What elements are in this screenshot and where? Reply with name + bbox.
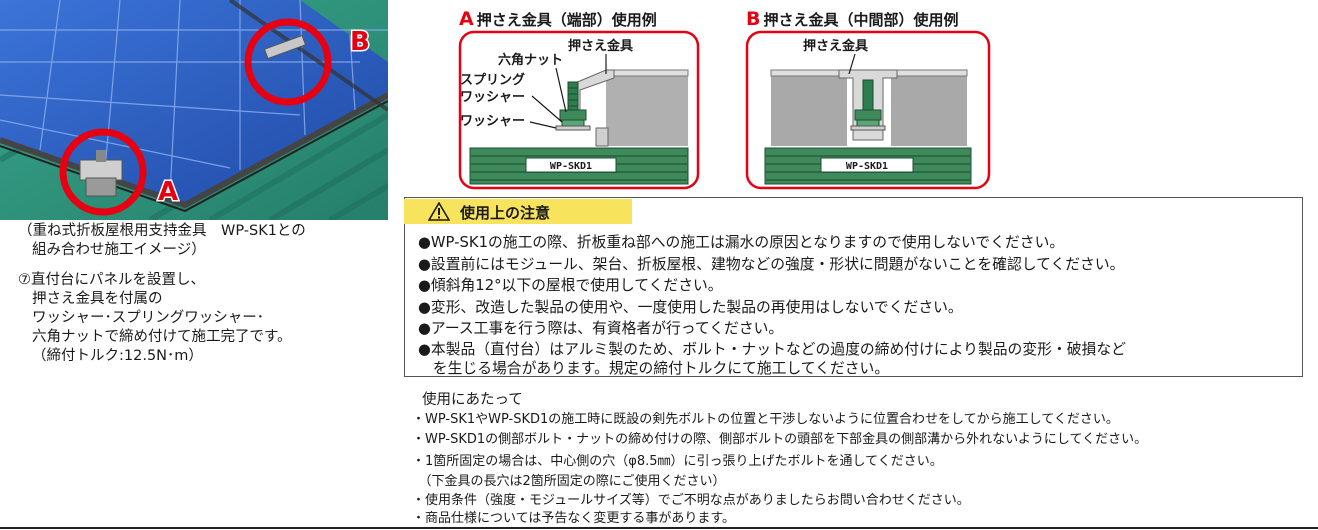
- diagram-a-spring-washer-label-2: ワッシャー: [460, 90, 525, 105]
- photo-letter-b: B: [350, 27, 370, 57]
- usage-item: ・1箇所固定の場合は、中心側の穴（φ8.5㎜）に引っ張り上げたボルトを通してくだ…: [412, 454, 943, 469]
- step-7-line: 押さえ金具を付属の: [32, 291, 163, 307]
- step-7-line: 六角ナットで締め付けて施工完了です。: [32, 329, 292, 345]
- step-7-instructions: ⑦直付台にパネルを設置し、 押さえ金具を付属の ワッシャー･スプリングワッシャー…: [18, 271, 292, 366]
- usage-item: ・WP-SKD1の側部ボルト・ナットの締め付けの際、側部ボルトの頭部を下部金具の…: [412, 432, 1148, 447]
- highlight-circle-b: [244, 18, 332, 106]
- step-7-line: ワッシャー･スプリングワッシャー･: [32, 310, 264, 326]
- warning-icon: [428, 202, 450, 221]
- caution-item: を生じる場合があります。規定の締付トルクにて施工してください。: [418, 360, 890, 377]
- diagram-a-base-label: WP-SKD1: [550, 161, 592, 172]
- diagram-b-title-text: 押さえ金具（中間部）使用例: [763, 11, 959, 29]
- caution-item: ●設置前にはモジュール、架台、折板屋根、建物などの強度・形状に問題がないことを確…: [418, 256, 1125, 273]
- diagram-a: WP-SKD1 押さえ金具 六角ナット スプリング ワッシャー ワッシャー: [458, 30, 700, 190]
- diagram-b-clamp-label: 押さえ金具: [803, 38, 868, 54]
- diagram-a-letter: A: [459, 8, 474, 30]
- caution-item: ●本製品（直付台）はアルミ製のため、ボルト・ナットなどの過度の締め付けにより製品…: [418, 341, 1126, 358]
- diagram-b: WP-SKD1 押さえ金具: [745, 30, 991, 190]
- diagram-a-base: [469, 147, 689, 185]
- usage-item: ・WP-SK1やWP-SKD1の施工時に既設の剣先ボルトの位置と干渉しないように…: [412, 412, 1119, 427]
- clamp-a-illustration: [79, 150, 123, 197]
- diagram-a-clamp-label: 押さえ金具: [568, 38, 633, 54]
- caution-item: ●アース工事を行う際は、有資格者が行ってください。: [418, 320, 784, 337]
- diagram-a-title-text: 押さえ金具（端部）使用例: [476, 11, 657, 29]
- diagram-b-base: [764, 147, 972, 185]
- photo-caption-line1: （重ね式折板屋根用支持金具 WP-SK1との: [18, 223, 306, 239]
- highlight-circle-a: [59, 128, 147, 216]
- caution-item: ●変形、改造した製品の使用や、一度使用した製品の再使用はしないでください。: [418, 299, 963, 316]
- photo-caption-line2: 組み合わせ施工イメージ）: [32, 242, 206, 258]
- caution-title: 使用上の注意: [460, 204, 551, 222]
- diagram-b-left-panel: [770, 69, 848, 146]
- photo-caption: （重ね式折板屋根用支持金具 WP-SK1との 組み合わせ施工イメージ）: [18, 222, 306, 260]
- diagram-a-spring-washer-label-1: スプリング: [460, 72, 525, 88]
- usage-item: ・商品仕様については予告なく変更する事があります。: [412, 511, 736, 526]
- usage-title: 使用にあたって: [422, 392, 523, 408]
- diagram-a-panel: [605, 69, 689, 146]
- diagram-b-right-panel: [890, 69, 968, 146]
- diagram-b-bolt: [850, 79, 886, 131]
- usage-item: （下金具の長穴は2箇所固定の際にご使用ください）: [412, 474, 726, 489]
- step-7-line: ⑦直付台にパネルを設置し、: [18, 272, 205, 288]
- photo-letter-a: A: [158, 177, 178, 207]
- installation-illustration: B A: [0, 0, 388, 220]
- bottom-rule: [0, 527, 1318, 529]
- diagram-b-base-label: WP-SKD1: [846, 161, 888, 172]
- diagram-a-washer-label: ワッシャー: [460, 114, 525, 129]
- installation-photo: B A: [0, 0, 388, 220]
- step-7-line: （締付トルク:12.5N･m）: [32, 348, 203, 364]
- caution-item: ●WP-SK1の施工の際、折板重ね部への施工は漏水の原因となりますので使用しない…: [418, 234, 1065, 251]
- diagram-a-hex-nut-label: 六角ナット: [498, 52, 563, 68]
- caution-box: [404, 197, 1303, 377]
- diagram-b-letter: B: [746, 8, 761, 30]
- diagram-a-bolt: [555, 81, 591, 131]
- clamp-b-illustration: [263, 34, 307, 60]
- caution-item: ●傾斜角12°以下の屋根で使用してください。: [418, 277, 723, 294]
- caution-header: 使用上の注意: [404, 199, 632, 224]
- usage-item: ・使用条件（強度・モジュールサイズ等）でご不明な点がありましたらお問い合わせくだ…: [412, 493, 970, 508]
- panel-cell-grid: [0, 0, 388, 196]
